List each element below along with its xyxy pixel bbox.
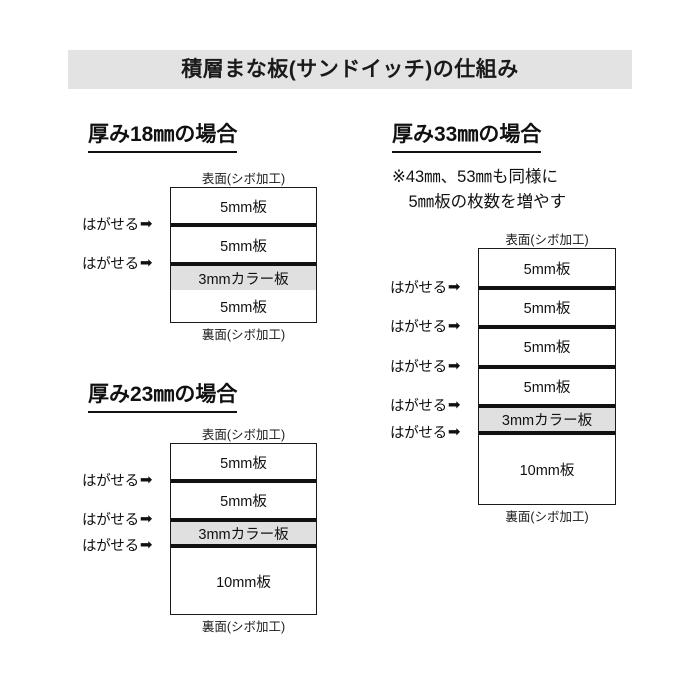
- layer-33mm-2: 5mm板: [479, 290, 615, 324]
- stack-diagram-33mm: 表面(シボ加工) 5mm板 5mm板 5mm板 5mm板 3mmカラー板 10m…: [478, 233, 616, 524]
- peel-label-23mm-1: はがせる ➡: [82, 470, 152, 491]
- peel-label-33mm-4: はがせる ➡: [390, 395, 460, 416]
- layer-33mm-5: 3mmカラー板: [479, 408, 615, 431]
- peel-label-18mm-1: はがせる ➡: [82, 214, 152, 235]
- layer-33mm-1: 5mm板: [479, 249, 615, 287]
- front-face-label-33mm: 表面(シボ加工): [505, 233, 589, 247]
- arrow-right-icon: ➡: [447, 423, 461, 441]
- arrow-right-icon: ➡: [447, 357, 461, 375]
- peel-text: はがせる: [82, 512, 139, 529]
- layer-18mm-3: 3mmカラー板: [171, 266, 316, 290]
- section-heading-33mm: 厚み33㎜の場合: [392, 118, 542, 153]
- section-heading-23mm: 厚み23㎜の場合: [88, 378, 238, 413]
- peel-text: はがせる: [82, 538, 139, 555]
- arrow-right-icon: ➡: [139, 254, 153, 272]
- note-33mm: ※43㎜、53㎜も同様に 5㎜板の枚数を増やす: [392, 168, 567, 211]
- board-box-33mm: 5mm板 5mm板 5mm板 5mm板 3mmカラー板 10mm板: [478, 248, 616, 505]
- arrow-right-icon: ➡: [139, 471, 153, 489]
- arrow-right-icon: ➡: [447, 278, 461, 296]
- layer-18mm-4: 5mm板: [171, 290, 316, 322]
- separator-23mm-3: [171, 544, 316, 548]
- separator-33mm-3: [479, 365, 615, 369]
- arrow-right-icon: ➡: [139, 510, 153, 528]
- separator-33mm-4: [479, 404, 615, 408]
- stack-diagram-23mm: 表面(シボ加工) 5mm板 5mm板 3mmカラー板 10mm板 裏面(シボ加工…: [170, 428, 317, 634]
- peel-text: はがせる: [390, 398, 447, 415]
- stack-diagram-18mm: 表面(シボ加工) 5mm板 5mm板 3mmカラー板 5mm板 裏面(シボ加工): [170, 172, 317, 342]
- layer-33mm-3: 5mm板: [479, 329, 615, 364]
- front-face-label-18mm: 表面(シボ加工): [201, 172, 286, 186]
- layer-23mm-4: 10mm板: [171, 548, 316, 614]
- arrow-right-icon: ➡: [139, 215, 153, 233]
- separator-23mm-1: [171, 479, 316, 483]
- separator-33mm-5: [479, 431, 615, 435]
- separator-18mm-2: [171, 262, 316, 266]
- peel-text: はがせる: [82, 217, 139, 234]
- peel-label-33mm-1: はがせる ➡: [390, 277, 460, 298]
- layer-33mm-6: 10mm板: [479, 435, 615, 504]
- layer-23mm-1: 5mm板: [171, 444, 316, 480]
- peel-text: はがせる: [390, 280, 447, 297]
- peel-text: はがせる: [390, 319, 447, 336]
- separator-33mm-1: [479, 286, 615, 290]
- front-face-label-23mm: 表面(シボ加工): [201, 428, 286, 442]
- peel-text: はがせる: [82, 473, 139, 490]
- back-face-label-23mm: 裏面(シボ加工): [201, 620, 286, 634]
- page-title: 積層まな板(サンドイッチ)の仕組み: [181, 58, 519, 81]
- layer-23mm-3: 3mmカラー板: [171, 522, 316, 544]
- arrow-right-icon: ➡: [447, 396, 461, 414]
- section-heading-18mm: 厚み18㎜の場合: [88, 118, 238, 153]
- peel-label-33mm-2: はがせる ➡: [390, 316, 460, 337]
- board-box-18mm: 5mm板 5mm板 3mmカラー板 5mm板: [170, 187, 317, 323]
- peel-text: はがせる: [82, 256, 139, 273]
- separator-23mm-2: [171, 518, 316, 522]
- peel-text: はがせる: [390, 425, 447, 442]
- back-face-label-33mm: 裏面(シボ加工): [505, 510, 589, 524]
- peel-label-33mm-3: はがせる ➡: [390, 356, 460, 377]
- layer-18mm-1: 5mm板: [171, 188, 316, 225]
- board-box-23mm: 5mm板 5mm板 3mmカラー板 10mm板: [170, 443, 317, 615]
- header-band: 積層まな板(サンドイッチ)の仕組み: [68, 50, 632, 89]
- peel-label-23mm-3: はがせる ➡: [82, 535, 152, 556]
- separator-18mm-1: [171, 223, 316, 227]
- layer-23mm-2: 5mm板: [171, 483, 316, 518]
- arrow-right-icon: ➡: [139, 536, 153, 554]
- back-face-label-18mm: 裏面(シボ加工): [201, 328, 286, 342]
- peel-label-33mm-5: はがせる ➡: [390, 422, 460, 443]
- layer-33mm-4: 5mm板: [479, 369, 615, 403]
- peel-label-18mm-2: はがせる ➡: [82, 253, 152, 274]
- arrow-right-icon: ➡: [447, 317, 461, 335]
- peel-text: はがせる: [390, 359, 447, 376]
- layer-18mm-2: 5mm板: [171, 227, 316, 264]
- separator-33mm-2: [479, 325, 615, 329]
- peel-label-23mm-2: はがせる ➡: [82, 509, 152, 530]
